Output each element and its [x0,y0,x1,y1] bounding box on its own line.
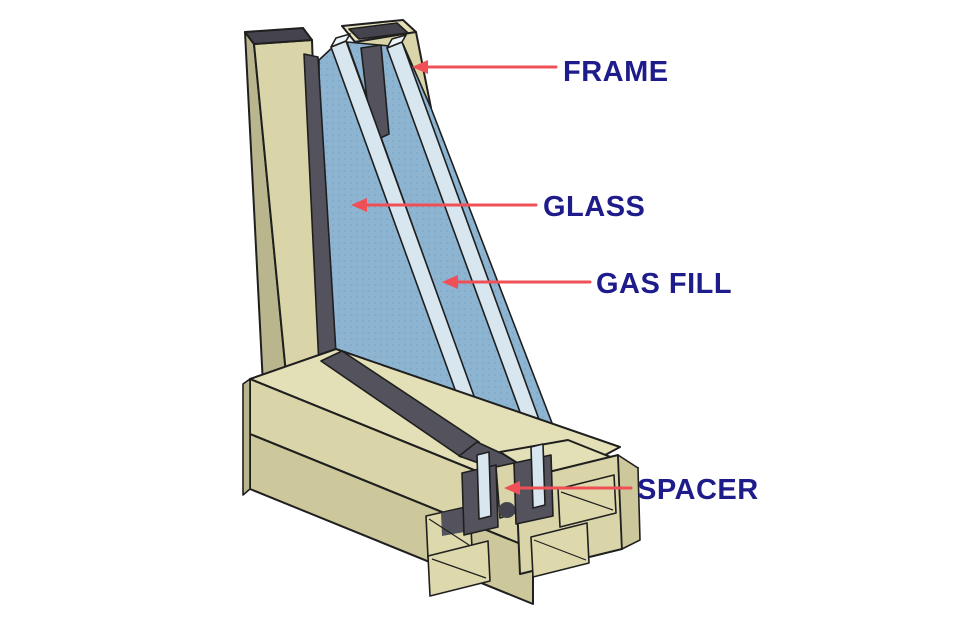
label-gas-fill: GAS FILL [596,268,732,300]
glass-pane-rear-bottom-end [530,443,546,509]
glass-pane-rear-edge-tip [386,34,407,49]
hollow-chamber-lower-left [427,540,491,597]
callout-glass: GLASS [351,191,645,223]
hollow-chamber-upper-left [425,505,473,559]
spacer-arrowhead-icon [504,481,520,495]
hollow-chamber-lower-right [530,522,590,578]
callout-gas-fill: GAS FILL [442,268,732,300]
label-frame: FRAME [563,56,669,88]
frame-bottom-sill [242,348,641,605]
label-glass: GLASS [543,191,645,223]
callout-spacer: SPACER [504,474,759,506]
frame-arrowhead-icon [412,60,428,74]
label-spacer: SPACER [637,474,759,506]
glass-pane-front-bottom-end [476,451,492,520]
glazing-unit [318,19,563,454]
spacer-assembly [461,443,554,536]
callout-frame: FRAME [412,56,669,88]
sill-glazing-channel [320,350,480,458]
glass-pane-front-edge-tip [330,33,351,48]
sill-left-end-face [242,378,251,496]
sealant-notch [498,502,516,518]
frame-left-jamb [244,27,337,386]
jamb-top-face [244,27,313,45]
gas-fill-arrowhead-icon [442,275,458,289]
sill-right-end-face [617,454,641,550]
glass-arrowhead-icon [351,198,367,212]
